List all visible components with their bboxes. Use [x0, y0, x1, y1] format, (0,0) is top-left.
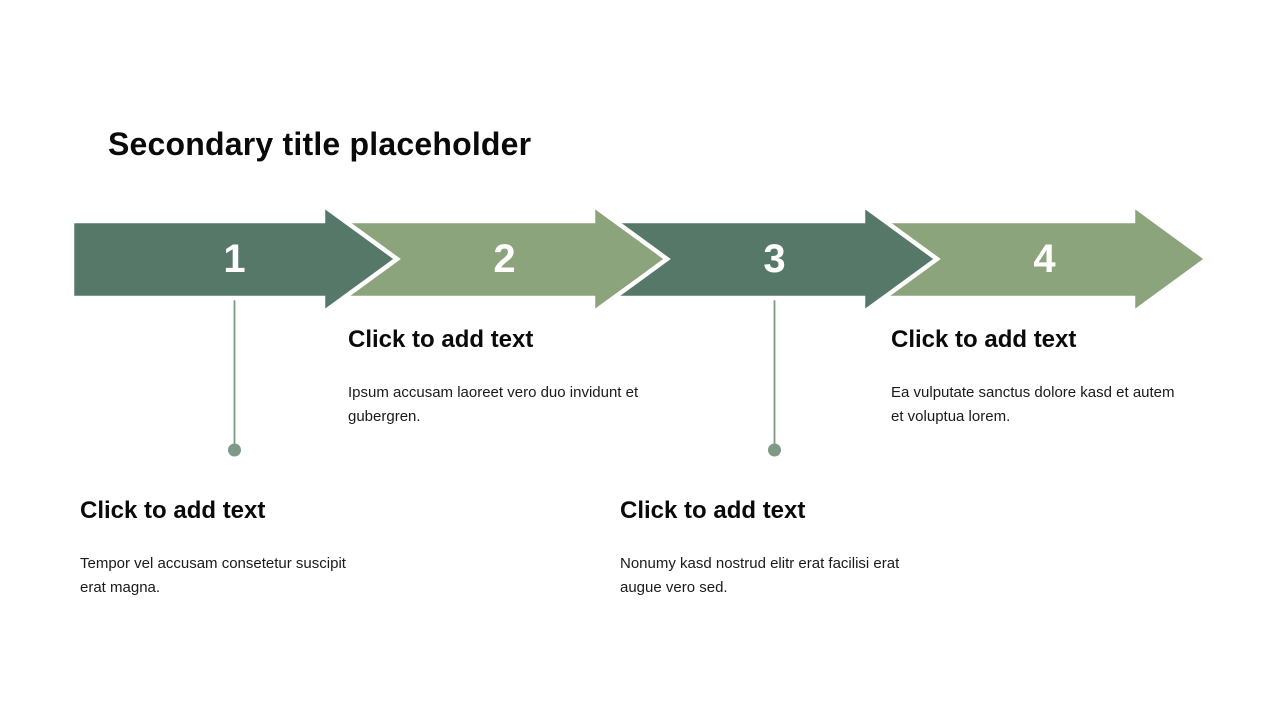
- connector-dot-step3: [768, 443, 781, 457]
- connector-dot-step1: [228, 443, 241, 457]
- callout-heading-step2[interactable]: Click to add text: [348, 326, 534, 353]
- callout-body-step3[interactable]: Nonumy kasd nostrud elitr erat facilisi …: [620, 554, 900, 596]
- callout-step3: Click to add text Nonumy kasd nostrud el…: [620, 497, 950, 600]
- arrow-number-2: 2: [493, 237, 515, 281]
- callout-body-step2[interactable]: Ipsum accusam laoreet vero duo invidunt …: [348, 383, 639, 425]
- callout-step2: Click to add text Ipsum accusam laoreet …: [348, 326, 688, 429]
- page-title[interactable]: Secondary title placeholder: [108, 126, 532, 162]
- arrow-number-4: 4: [1033, 237, 1056, 281]
- arrow-shape-2[interactable]: [339, 200, 671, 318]
- callout-heading-step3[interactable]: Click to add text: [620, 497, 806, 524]
- callout-body-step1[interactable]: Tempor vel accusam consetetur suscipit e…: [80, 554, 346, 596]
- callout-step1: Click to add text Tempor vel accusam con…: [80, 497, 410, 600]
- callout-heading-step4[interactable]: Click to add text: [891, 326, 1077, 353]
- arrow-shape-4[interactable]: [879, 200, 1211, 318]
- callout-heading-step1[interactable]: Click to add text: [80, 497, 266, 524]
- callout-body-step4[interactable]: Ea vulputate sanctus dolore kasd et aute…: [891, 383, 1175, 425]
- arrow-number-3: 3: [763, 237, 785, 281]
- arrow-shape-1[interactable]: [69, 200, 401, 318]
- arrow-number-1: 1: [223, 237, 245, 281]
- callout-step4: Click to add text Ea vulputate sanctus d…: [891, 326, 1221, 429]
- arrow-shape-3[interactable]: [609, 200, 941, 318]
